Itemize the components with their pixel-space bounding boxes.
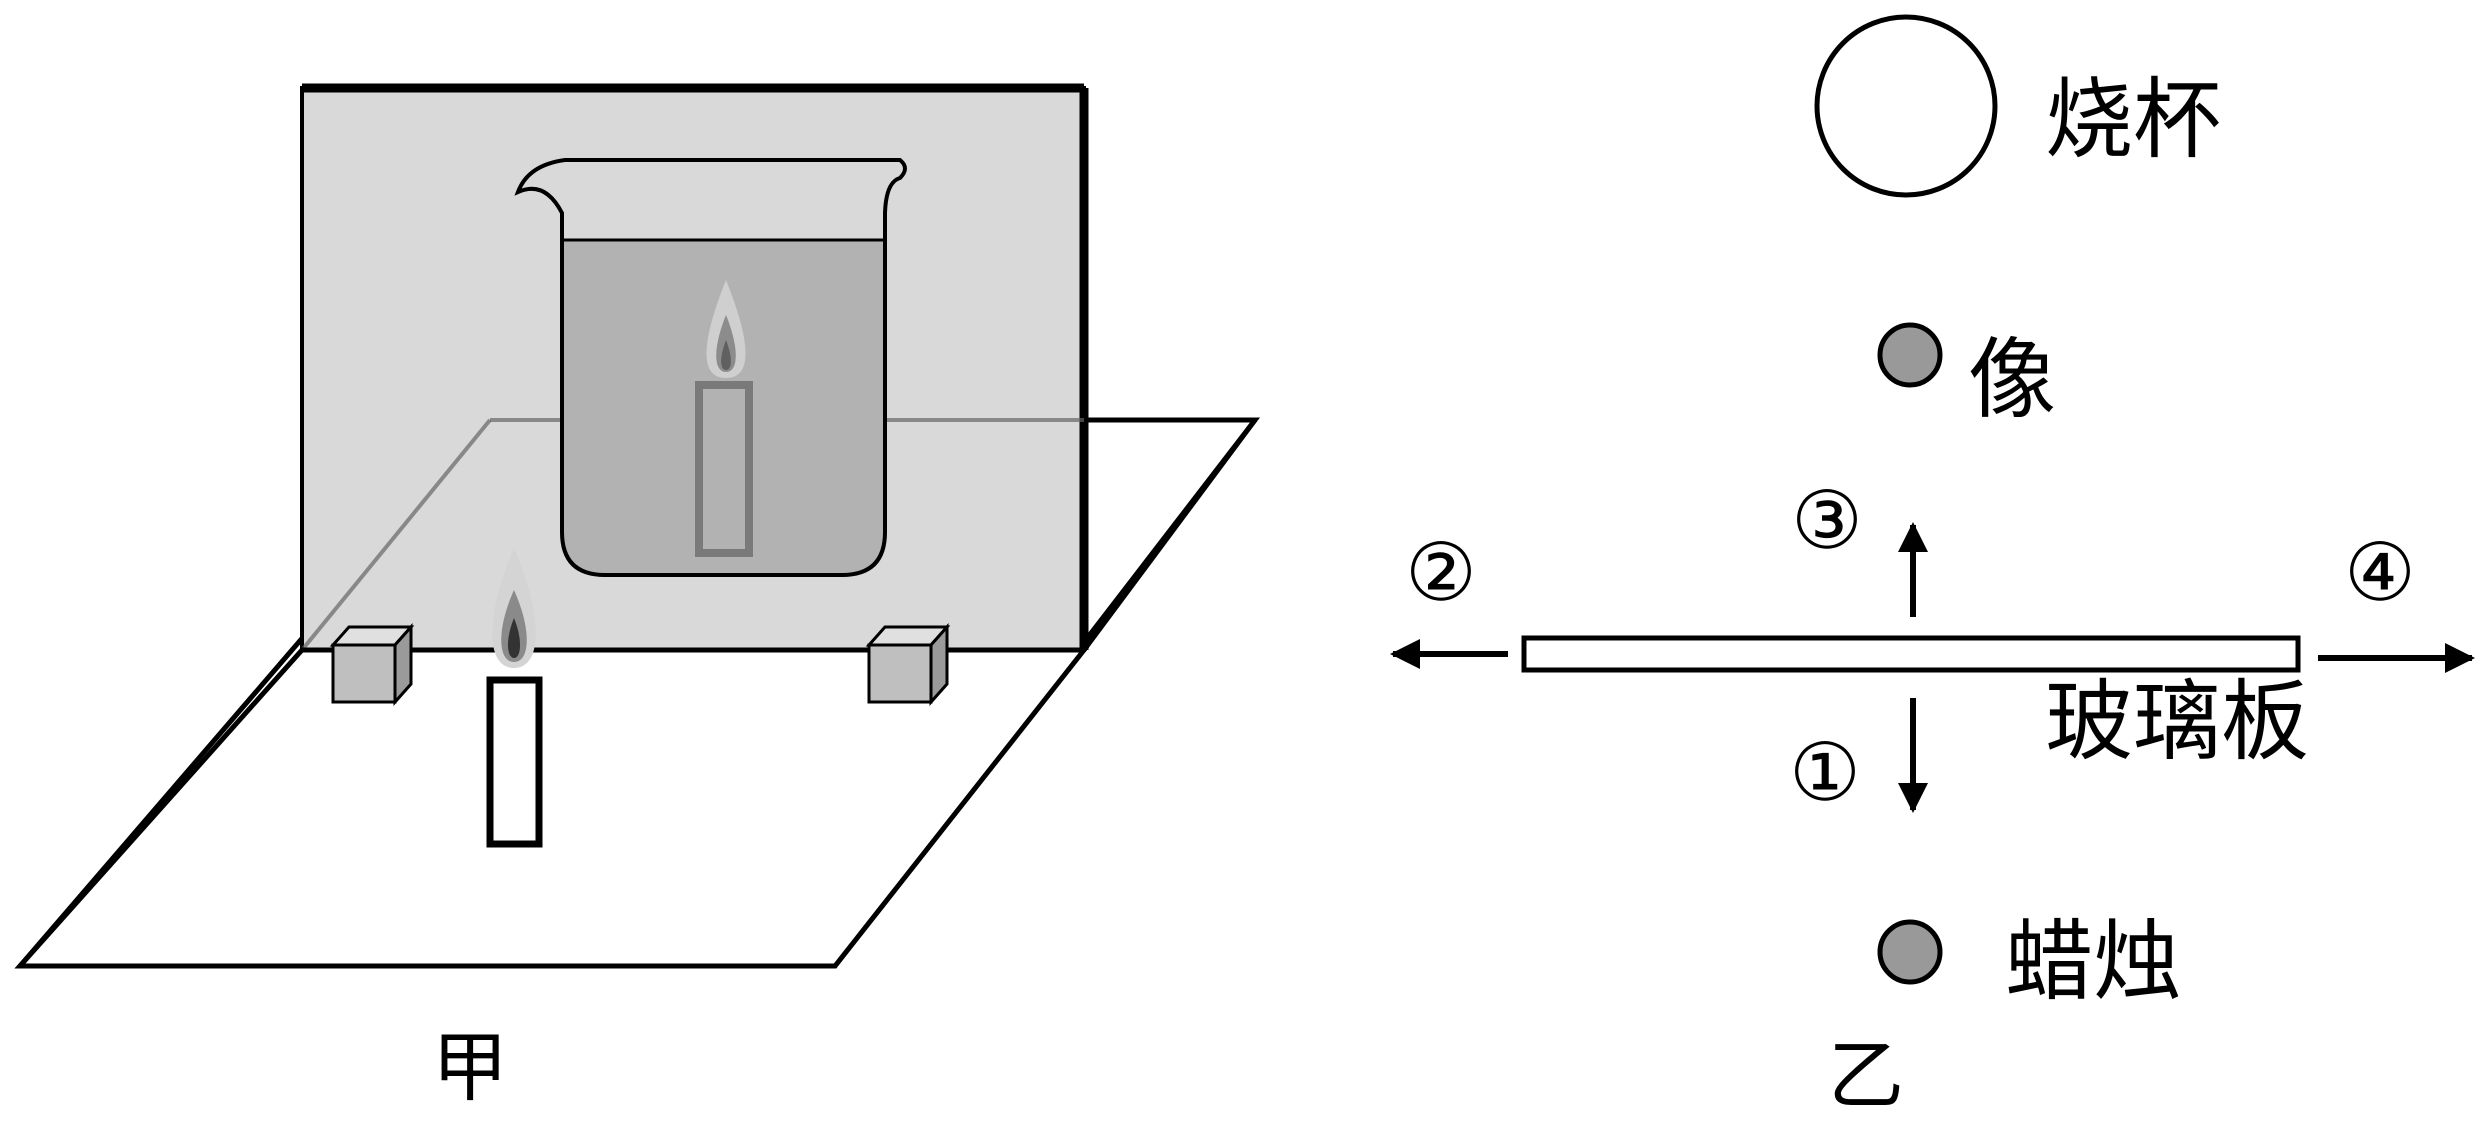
image-candle-body — [695, 381, 753, 557]
candle-body — [486, 676, 543, 848]
candle-real — [486, 548, 543, 848]
image-flame-core — [721, 340, 731, 370]
support-block-left — [329, 623, 415, 706]
label-beaker: 烧杯 — [2045, 68, 2221, 171]
figure-b-caption: 乙 — [1828, 1031, 1904, 1120]
figure-a-caption: 甲 — [432, 1023, 508, 1112]
candle-flame-core — [507, 618, 521, 658]
beaker-outline — [514, 158, 907, 577]
figure-a: 甲 — [14, 83, 1261, 1112]
image-dot — [1877, 322, 1943, 388]
label-glass-plate: 玻璃板 — [2045, 670, 2309, 773]
figure-b: 烧杯 像 玻璃板 蜡烛 ③ ② ④ ① 乙 — [1390, 14, 2475, 1120]
direction-label-left: ② — [1405, 526, 1477, 619]
direction-label-right: ④ — [2344, 526, 2416, 619]
table-edge-left-through-glass — [300, 418, 492, 652]
glass-plate-top-view — [1521, 635, 2301, 673]
direction-label-down: ① — [1789, 726, 1861, 819]
candle-dot — [1877, 919, 1943, 985]
label-candle: 蜡烛 — [2005, 910, 2181, 1013]
direction-label-up: ③ — [1791, 474, 1863, 567]
candle-image — [695, 280, 753, 557]
label-image: 像 — [1968, 328, 2056, 431]
beaker-top-view — [1814, 14, 1998, 198]
support-block-right — [865, 623, 951, 706]
